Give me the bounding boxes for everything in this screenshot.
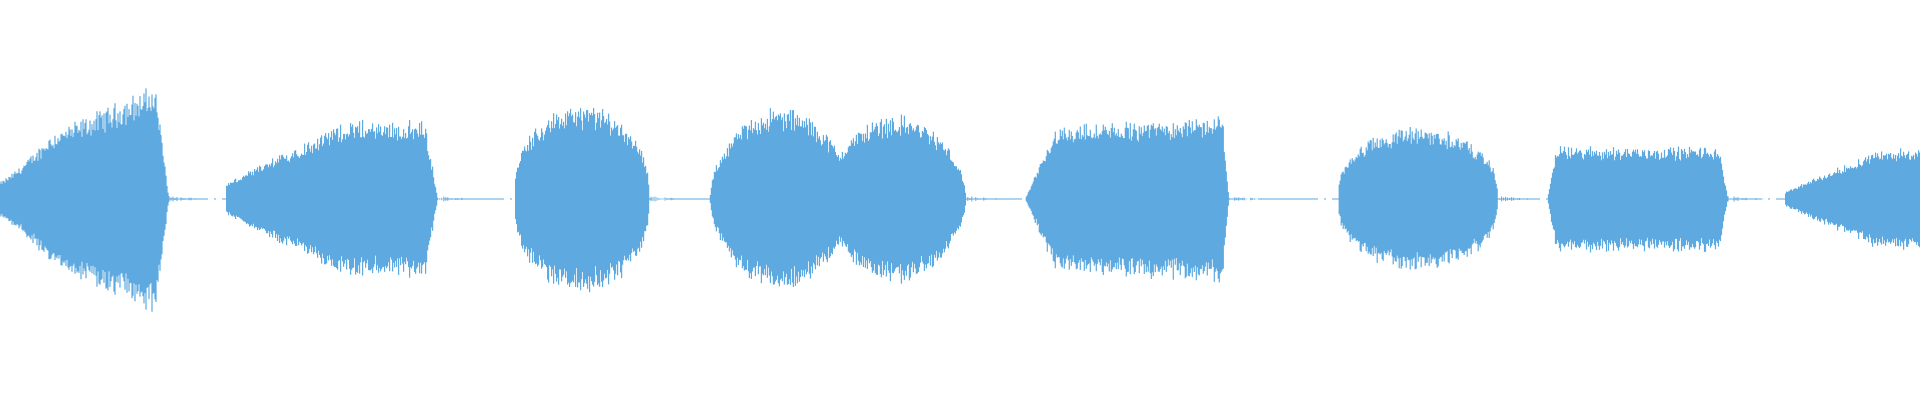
waveform-tail-7 xyxy=(1727,196,1765,202)
waveform-segment-7 xyxy=(1547,146,1729,253)
waveform-segment-8 xyxy=(1785,148,1920,250)
waveform-tail-1 xyxy=(168,196,204,202)
waveform-tail-4 xyxy=(965,196,1005,202)
waveform-segment-3 xyxy=(515,108,650,293)
waveform-tail-2 xyxy=(439,196,473,202)
waveform-tail-3 xyxy=(648,196,688,202)
waveform-segment-5 xyxy=(1025,116,1229,283)
waveform-tail-5 xyxy=(1228,197,1268,201)
waveform-segment-4 xyxy=(709,108,966,287)
waveform-segment-6 xyxy=(1338,127,1498,270)
waveform-tail-6 xyxy=(1497,196,1535,202)
waveform-segment-1 xyxy=(0,88,169,312)
waveform-segment-2 xyxy=(226,119,439,278)
